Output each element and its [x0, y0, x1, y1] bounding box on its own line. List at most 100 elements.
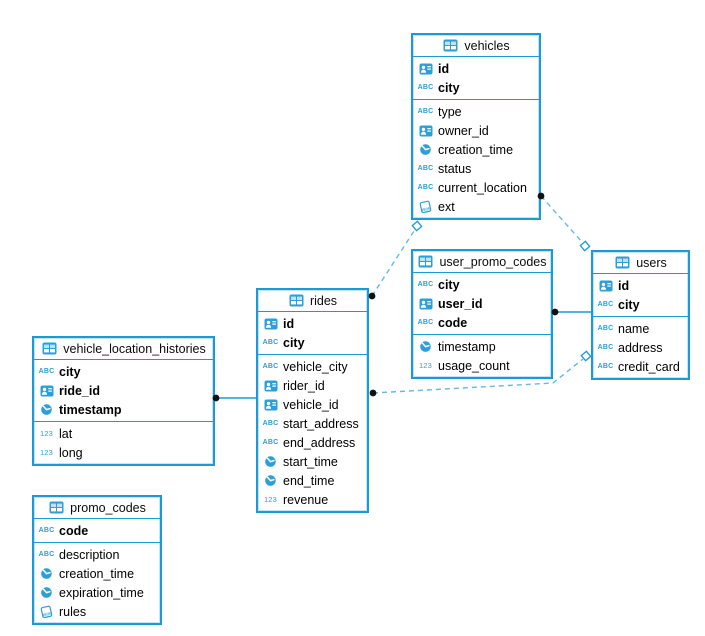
column-name: timestamp — [59, 402, 122, 417]
table-header[interactable]: promo_codes — [34, 497, 160, 519]
abc-icon-label: ABC — [262, 420, 279, 427]
column-row-city[interactable]: ABC city — [413, 78, 539, 97]
column-name: address — [618, 340, 663, 355]
column-row-start_time[interactable]: start_time — [258, 452, 367, 471]
column-row-vehicle_city[interactable]: ABC vehicle_city — [258, 357, 367, 376]
column-name: name — [618, 321, 650, 336]
table-header[interactable]: vehicles — [413, 35, 539, 57]
column-row-code[interactable]: ABC code — [413, 313, 551, 332]
table-name: vehicles — [464, 38, 510, 53]
number-icon-label: 123 — [418, 360, 433, 370]
primary-key-section: ABC city ride_id timestamp — [34, 360, 213, 422]
abc-icon-label: ABC — [597, 325, 614, 332]
abc-icon-label: ABC — [262, 439, 279, 446]
column-row-end_address[interactable]: ABC end_address — [258, 433, 367, 452]
column-name: creation_time — [59, 566, 135, 581]
abc-icon: ABC — [417, 165, 434, 172]
column-row-timestamp[interactable]: timestamp — [34, 400, 213, 419]
column-name: vehicle_city — [283, 359, 348, 374]
column-name: end_address — [283, 435, 356, 450]
clock-icon — [38, 567, 55, 580]
abc-icon-label: ABC — [417, 281, 434, 288]
number-icon: 123 — [417, 362, 434, 370]
abc-icon-label: ABC — [262, 363, 279, 370]
column-name: city — [438, 80, 460, 95]
relationship-line-rides-to-vehicles — [371, 230, 415, 297]
svg-text:JSON: JSON — [421, 206, 432, 212]
abc-icon-label: ABC — [597, 301, 614, 308]
column-name: revenue — [283, 492, 329, 507]
column-row-id[interactable]: id — [413, 59, 539, 78]
abc-icon-label: ABC — [417, 319, 434, 326]
column-row-user_id[interactable]: user_id — [413, 294, 551, 313]
clock-icon — [38, 403, 55, 416]
table-icon — [48, 501, 65, 514]
column-row-id[interactable]: id — [593, 276, 688, 295]
relationship-line-vehicles-to-users — [540, 195, 583, 243]
column-row-timestamp[interactable]: timestamp — [413, 337, 551, 356]
abc-icon-label: ABC — [597, 344, 614, 351]
abc-icon: ABC — [38, 551, 55, 558]
column-row-id[interactable]: id — [258, 314, 367, 333]
abc-icon: ABC — [417, 84, 434, 91]
table-header[interactable]: vehicle_location_histories — [34, 338, 213, 360]
abc-icon: ABC — [262, 339, 279, 346]
table-header[interactable]: rides — [258, 290, 367, 312]
column-row-name[interactable]: ABC name — [593, 319, 688, 338]
clock-icon — [262, 474, 279, 487]
column-name: code — [438, 315, 468, 330]
abc-icon-label: ABC — [38, 368, 55, 375]
connector-diamond — [579, 240, 591, 252]
column-name: city — [59, 364, 81, 379]
connector-dot — [369, 389, 377, 397]
abc-icon-label: ABC — [262, 339, 279, 346]
column-row-expiration_time[interactable]: expiration_time — [34, 583, 160, 602]
column-row-ride_id[interactable]: ride_id — [34, 381, 213, 400]
abc-icon: ABC — [417, 184, 434, 191]
column-row-end_time[interactable]: end_time — [258, 471, 367, 490]
column-row-creation_time[interactable]: creation_time — [34, 564, 160, 583]
column-name: user_id — [438, 296, 483, 311]
connector-diamond — [411, 220, 423, 232]
table-header[interactable]: user_promo_codes — [413, 251, 551, 273]
table-header[interactable]: users — [593, 252, 688, 274]
column-row-address[interactable]: ABC address — [593, 338, 688, 357]
clock-icon — [262, 455, 279, 468]
column-row-rider_id[interactable]: rider_id — [258, 376, 367, 395]
column-row-city[interactable]: ABC city — [34, 362, 213, 381]
column-name: id — [438, 61, 450, 76]
column-row-creation_time[interactable]: creation_time — [413, 140, 539, 159]
json-icon: JSON — [38, 605, 55, 619]
abc-icon-label: ABC — [417, 184, 434, 191]
table-name: users — [636, 255, 667, 270]
column-row-owner_id[interactable]: owner_id — [413, 121, 539, 140]
column-row-vehicle_id[interactable]: vehicle_id — [258, 395, 367, 414]
